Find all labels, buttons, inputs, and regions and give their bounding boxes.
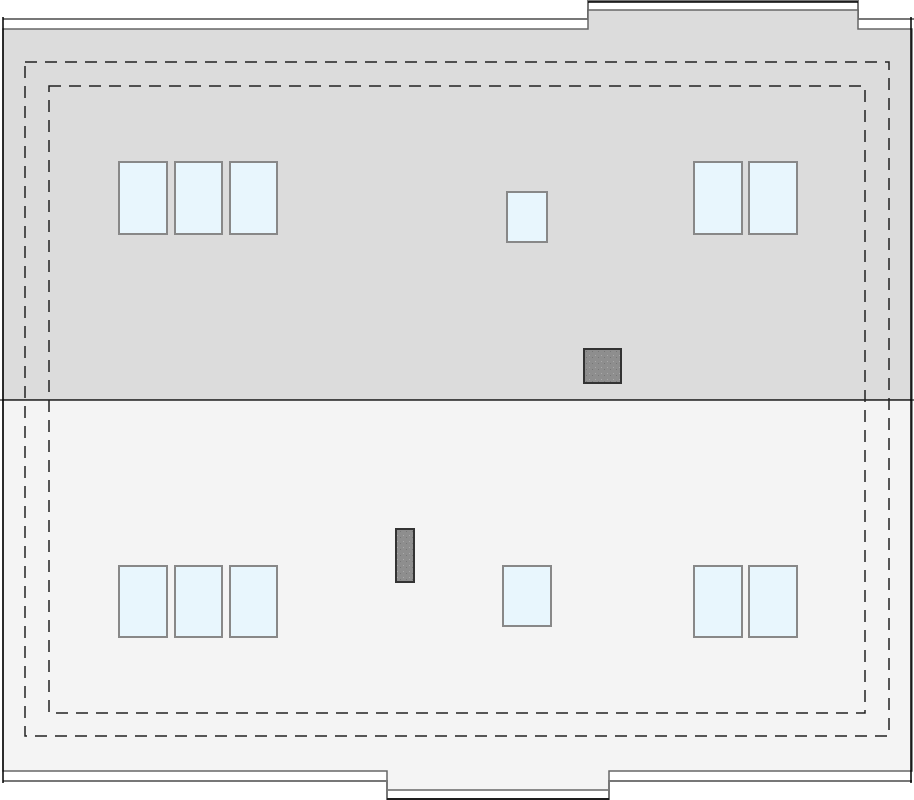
chimney [583, 348, 622, 384]
skylight-window [118, 565, 168, 638]
skylight-window [506, 191, 548, 243]
lower-windows [118, 565, 798, 638]
outer-dashed-outline [24, 61, 890, 737]
upper-windows [118, 161, 798, 243]
skylight-window [229, 161, 278, 235]
vent-pipe [395, 528, 415, 583]
skylight-window [748, 565, 798, 638]
skylight-window [693, 161, 743, 235]
skylight-window [118, 161, 168, 235]
skylight-window [174, 161, 223, 235]
bottom-gutter [3, 780, 912, 800]
top-gutter [3, 0, 914, 20]
skylight-window [748, 161, 798, 235]
skylight-window [693, 565, 743, 638]
skylight-window [502, 565, 552, 627]
inner-dashed-outline [48, 85, 866, 714]
skylight-window [174, 565, 223, 638]
skylight-window [229, 565, 278, 638]
